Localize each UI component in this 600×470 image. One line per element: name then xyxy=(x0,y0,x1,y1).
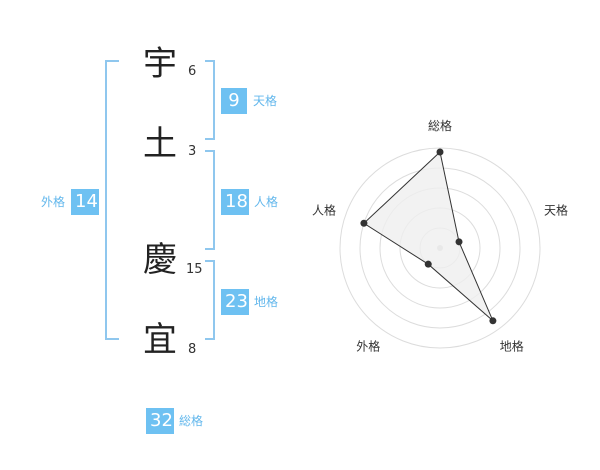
tenkaku-value: 9 xyxy=(221,88,247,114)
name-char-3: 慶 xyxy=(143,240,177,280)
chikaku-label: 地格 xyxy=(254,295,279,309)
soukaku-label: 総格 xyxy=(179,414,204,428)
stroke-count-1: 6 xyxy=(188,64,197,79)
jinkaku-value: 18 xyxy=(221,189,249,215)
radar-point-4 xyxy=(424,260,432,268)
name-char-1: 宇 xyxy=(143,44,177,84)
name-char-4: 宜 xyxy=(143,320,177,360)
chikaku-bracket xyxy=(205,260,215,340)
jinkaku-label: 人格 xyxy=(254,195,279,209)
tenkaku-label: 天格 xyxy=(253,94,278,108)
stroke-count-4: 8 xyxy=(188,342,197,357)
radar-point-2 xyxy=(455,238,463,246)
radar-axis-label-1: 総格 xyxy=(428,118,452,133)
gaikaku-label: 外格 xyxy=(41,195,66,209)
soukaku-value: 32 xyxy=(146,408,174,434)
radar-series-area xyxy=(363,151,494,322)
radar-axis-label-2: 天格 xyxy=(544,202,568,217)
gaikaku-value: 14 xyxy=(71,189,99,215)
radar-axis-label-5: 人格 xyxy=(312,202,336,217)
radar-point-3 xyxy=(489,317,497,325)
stroke-count-2: 3 xyxy=(188,144,197,159)
radar-point-5 xyxy=(360,219,368,227)
radar-grid-ring xyxy=(339,147,541,349)
name-char-2: 土 xyxy=(143,124,177,164)
stroke-count-3: 15 xyxy=(186,262,203,277)
jinkaku-bracket xyxy=(205,150,215,250)
tenkaku-bracket xyxy=(205,60,215,140)
radar-axis-label-3: 地格 xyxy=(500,339,524,354)
radar-point-1 xyxy=(436,148,444,156)
chikaku-value: 23 xyxy=(221,289,249,315)
radar-axis-label-4: 外格 xyxy=(356,339,380,354)
gaikaku-bracket xyxy=(105,60,119,340)
